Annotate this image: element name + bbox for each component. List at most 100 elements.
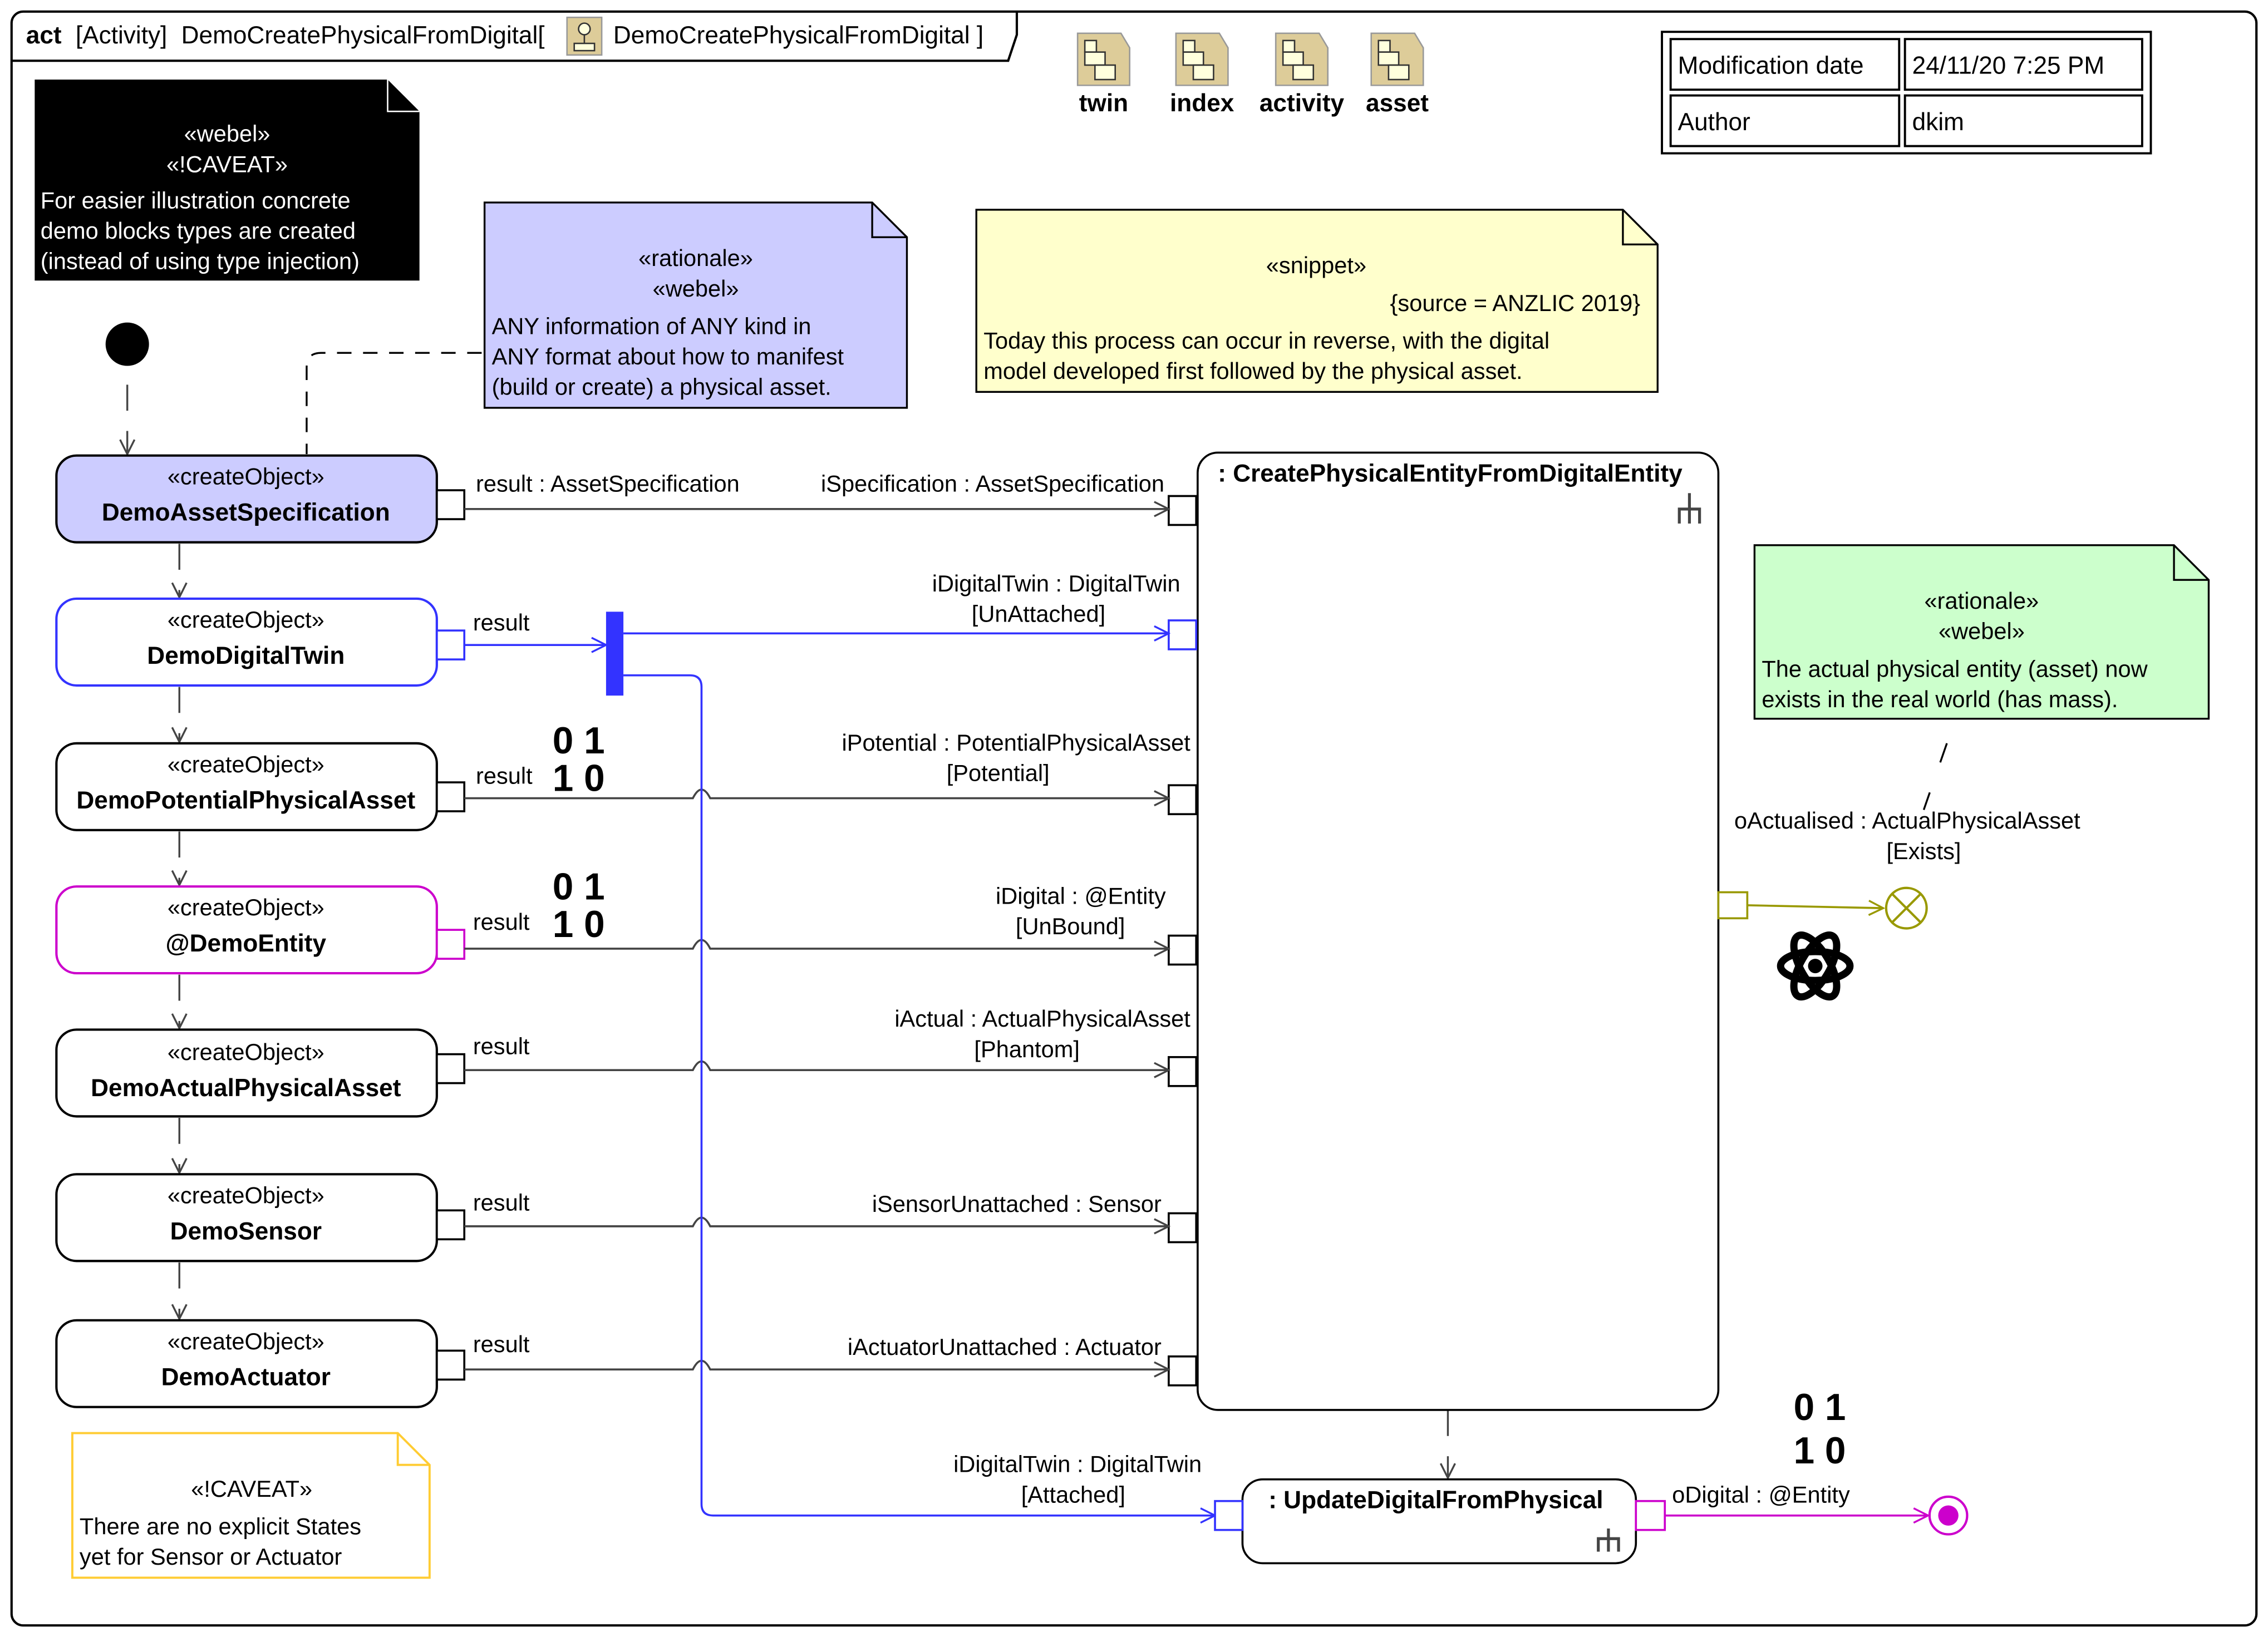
pin-oactualised[interactable]: [1717, 891, 1749, 920]
svg-text:(instead of using type injecti: (instead of using type injection): [41, 248, 360, 274]
action-demo-potential-physical-asset[interactable]: «createObject» DemoPotentialPhysicalAsse…: [55, 742, 438, 831]
package-icon: [1370, 32, 1424, 86]
info-key-author: Author: [1678, 109, 1750, 136]
svg-text:index: index: [1170, 90, 1234, 117]
svg-text:[Potential]: [Potential]: [947, 760, 1050, 786]
digital-twin-flows: [464, 633, 1215, 1515]
svg-text:iActuatorUnattached : Actuator: iActuatorUnattached : Actuator: [848, 1334, 1162, 1360]
pin-labels: result : AssetSpecification result resul…: [473, 471, 740, 1357]
svg-text:iDigital : @Entity: iDigital : @Entity: [996, 882, 1166, 909]
activity-behavior-icon: [566, 16, 603, 56]
pin-result-0[interactable]: [436, 489, 466, 520]
call-behavior-rake-icon: [1597, 1528, 1620, 1552]
svg-text:Today this process can occur i: Today this process can occur in reverse,…: [983, 327, 1549, 353]
package-asset[interactable]: asset: [1366, 32, 1429, 117]
package-twin[interactable]: twin: [1076, 32, 1131, 117]
svg-text:[UnAttached]: [UnAttached]: [972, 601, 1105, 627]
call-behavior-update-digital[interactable]: : UpdateDigitalFromPhysical: [1241, 1478, 1637, 1565]
frame-behavior-name: DemoCreatePhysicalFromDigital ]: [613, 22, 983, 49]
svg-text:result : AssetSpecification: result : AssetSpecification: [476, 471, 740, 497]
call-behavior-rake-icon: [1677, 493, 1701, 524]
pin-label-oactualised: oActualised : ActualPhysicalAsset: [1734, 807, 2080, 834]
svg-text:iPotential : PotentialPhysical: iPotential : PotentialPhysicalAsset: [842, 729, 1191, 756]
svg-text:result: result: [473, 1331, 530, 1357]
svg-text:twin: twin: [1079, 90, 1128, 117]
pin-isensor[interactable]: [1168, 1212, 1198, 1244]
pin-result-5[interactable]: [436, 1209, 466, 1241]
svg-text:ANY format about how to manife: ANY format about how to manifest: [492, 343, 844, 369]
info-value-modification-date: 24/11/20 7:25 PM: [1912, 52, 2104, 80]
svg-text:iDigitalTwin : DigitalTwin: iDigitalTwin : DigitalTwin: [932, 570, 1180, 596]
svg-text:result: result: [476, 763, 533, 789]
control-flows: [127, 384, 1448, 1478]
pin-state-oactualised: [Exists]: [1886, 838, 1961, 864]
svg-text:«webel»: «webel»: [653, 275, 739, 302]
note-anchor-rationale-green: [1922, 743, 1948, 810]
svg-text:result: result: [473, 909, 530, 935]
info-table: Modification date 24/11/20 7:25 PM Autho…: [1661, 31, 2152, 155]
note-snippet[interactable]: «snippet» {source = ANZLIC 2019} Today t…: [975, 209, 1659, 393]
note-rationale-blue[interactable]: «rationale» «webel» ANY information of A…: [483, 201, 908, 409]
action-demo-sensor[interactable]: «createObject» DemoSensor: [55, 1173, 438, 1263]
svg-text:@DemoEntity: @DemoEntity: [166, 930, 327, 957]
action-demo-actuator[interactable]: «createObject» DemoActuator: [55, 1319, 438, 1408]
svg-text:DemoActualPhysicalAsset: DemoActualPhysicalAsset: [91, 1074, 401, 1102]
svg-text:«webel»: «webel»: [1939, 618, 2025, 644]
pin-update-idigitaltwin[interactable]: [1214, 1500, 1244, 1531]
pin-iactual[interactable]: [1168, 1056, 1198, 1087]
svg-text:1 0: 1 0: [553, 758, 605, 800]
svg-text:result: result: [473, 609, 530, 635]
pin-idigitaltwin[interactable]: [1168, 619, 1198, 650]
action-demo-asset-specification[interactable]: «createObject» DemoAssetSpecification: [55, 454, 438, 544]
pin-result-4[interactable]: [436, 1053, 466, 1084]
svg-text:DemoAssetSpecification: DemoAssetSpecification: [102, 499, 390, 526]
note-rationale-green[interactable]: «rationale» «webel» The actual physical …: [1753, 544, 2210, 720]
svg-text:activity: activity: [1260, 90, 1345, 117]
note-caveat-black[interactable]: «webel» «!CAVEAT» For easier illustratio…: [35, 79, 420, 281]
note-caveat-yellow[interactable]: «!CAVEAT» There are no explicit States y…: [71, 1432, 431, 1579]
package-icon: [1175, 32, 1229, 86]
info-key-modification-date: Modification date: [1678, 52, 1864, 80]
package-links: twin index activity: [1076, 32, 1429, 117]
binary-icon-entity: 0 1 1 0: [553, 866, 605, 946]
svg-text:demo blocks types are created: demo blocks types are created: [41, 218, 356, 244]
svg-text:ANY information of ANY kind in: ANY information of ANY kind in: [492, 313, 811, 339]
svg-text:«createObject»: «createObject»: [168, 464, 324, 490]
svg-text:The actual physical entity (as: The actual physical entity (asset) now: [1762, 655, 2148, 682]
pin-label-odigital: oDigital : @Entity: [1672, 1481, 1850, 1507]
pin-result-1[interactable]: [436, 629, 466, 660]
call-behavior-create-physical-entity[interactable]: : CreatePhysicalEntityFromDigitalEntity: [1197, 451, 1720, 1411]
svg-text:iActual : ActualPhysicalAsset: iActual : ActualPhysicalAsset: [894, 1005, 1190, 1032]
pin-result-2[interactable]: [436, 781, 466, 812]
activity-final-node[interactable]: [1928, 1495, 1969, 1536]
pin-ispecification[interactable]: [1168, 495, 1198, 526]
action-demo-actual-physical-asset[interactable]: «createObject» DemoActualPhysicalAsset: [55, 1028, 438, 1118]
atom-icon: [1777, 931, 1854, 1001]
package-icon: [1076, 32, 1131, 86]
action-demo-entity[interactable]: «createObject» @DemoEntity: [55, 885, 438, 975]
action-demo-digital-twin[interactable]: «createObject» DemoDigitalTwin: [55, 597, 438, 687]
pin-update-odigital[interactable]: [1635, 1500, 1666, 1531]
pin-ipotential[interactable]: [1168, 784, 1198, 816]
input-pins-create: [1168, 495, 1198, 1387]
pin-state-update-idigitaltwin: [Attached]: [1021, 1481, 1125, 1507]
svg-text:model developed first followed: model developed first followed by the ph…: [983, 358, 1522, 384]
flow-oactualised-to-final: [1747, 905, 1883, 908]
svg-text:asset: asset: [1366, 90, 1429, 117]
package-icon: [1275, 32, 1329, 86]
initial-node[interactable]: [105, 322, 149, 366]
svg-text:exists in the real world (has: exists in the real world (has mass).: [1762, 686, 2118, 712]
pin-iactuator[interactable]: [1168, 1355, 1198, 1387]
fork-node[interactable]: [606, 612, 624, 696]
flow-final-node[interactable]: [1885, 886, 1928, 930]
pin-result-3[interactable]: [436, 929, 466, 960]
svg-text:result: result: [473, 1033, 530, 1059]
svg-text:(build or create) a physical a: (build or create) a physical asset.: [492, 374, 832, 400]
pin-idigital[interactable]: [1168, 934, 1198, 966]
package-index[interactable]: index: [1170, 32, 1234, 117]
pin-label-update-idigitaltwin: iDigitalTwin : DigitalTwin: [953, 1451, 1202, 1477]
pin-result-6[interactable]: [436, 1349, 466, 1381]
svg-text:0 1: 0 1: [553, 866, 605, 908]
package-activity[interactable]: activity: [1260, 32, 1345, 117]
